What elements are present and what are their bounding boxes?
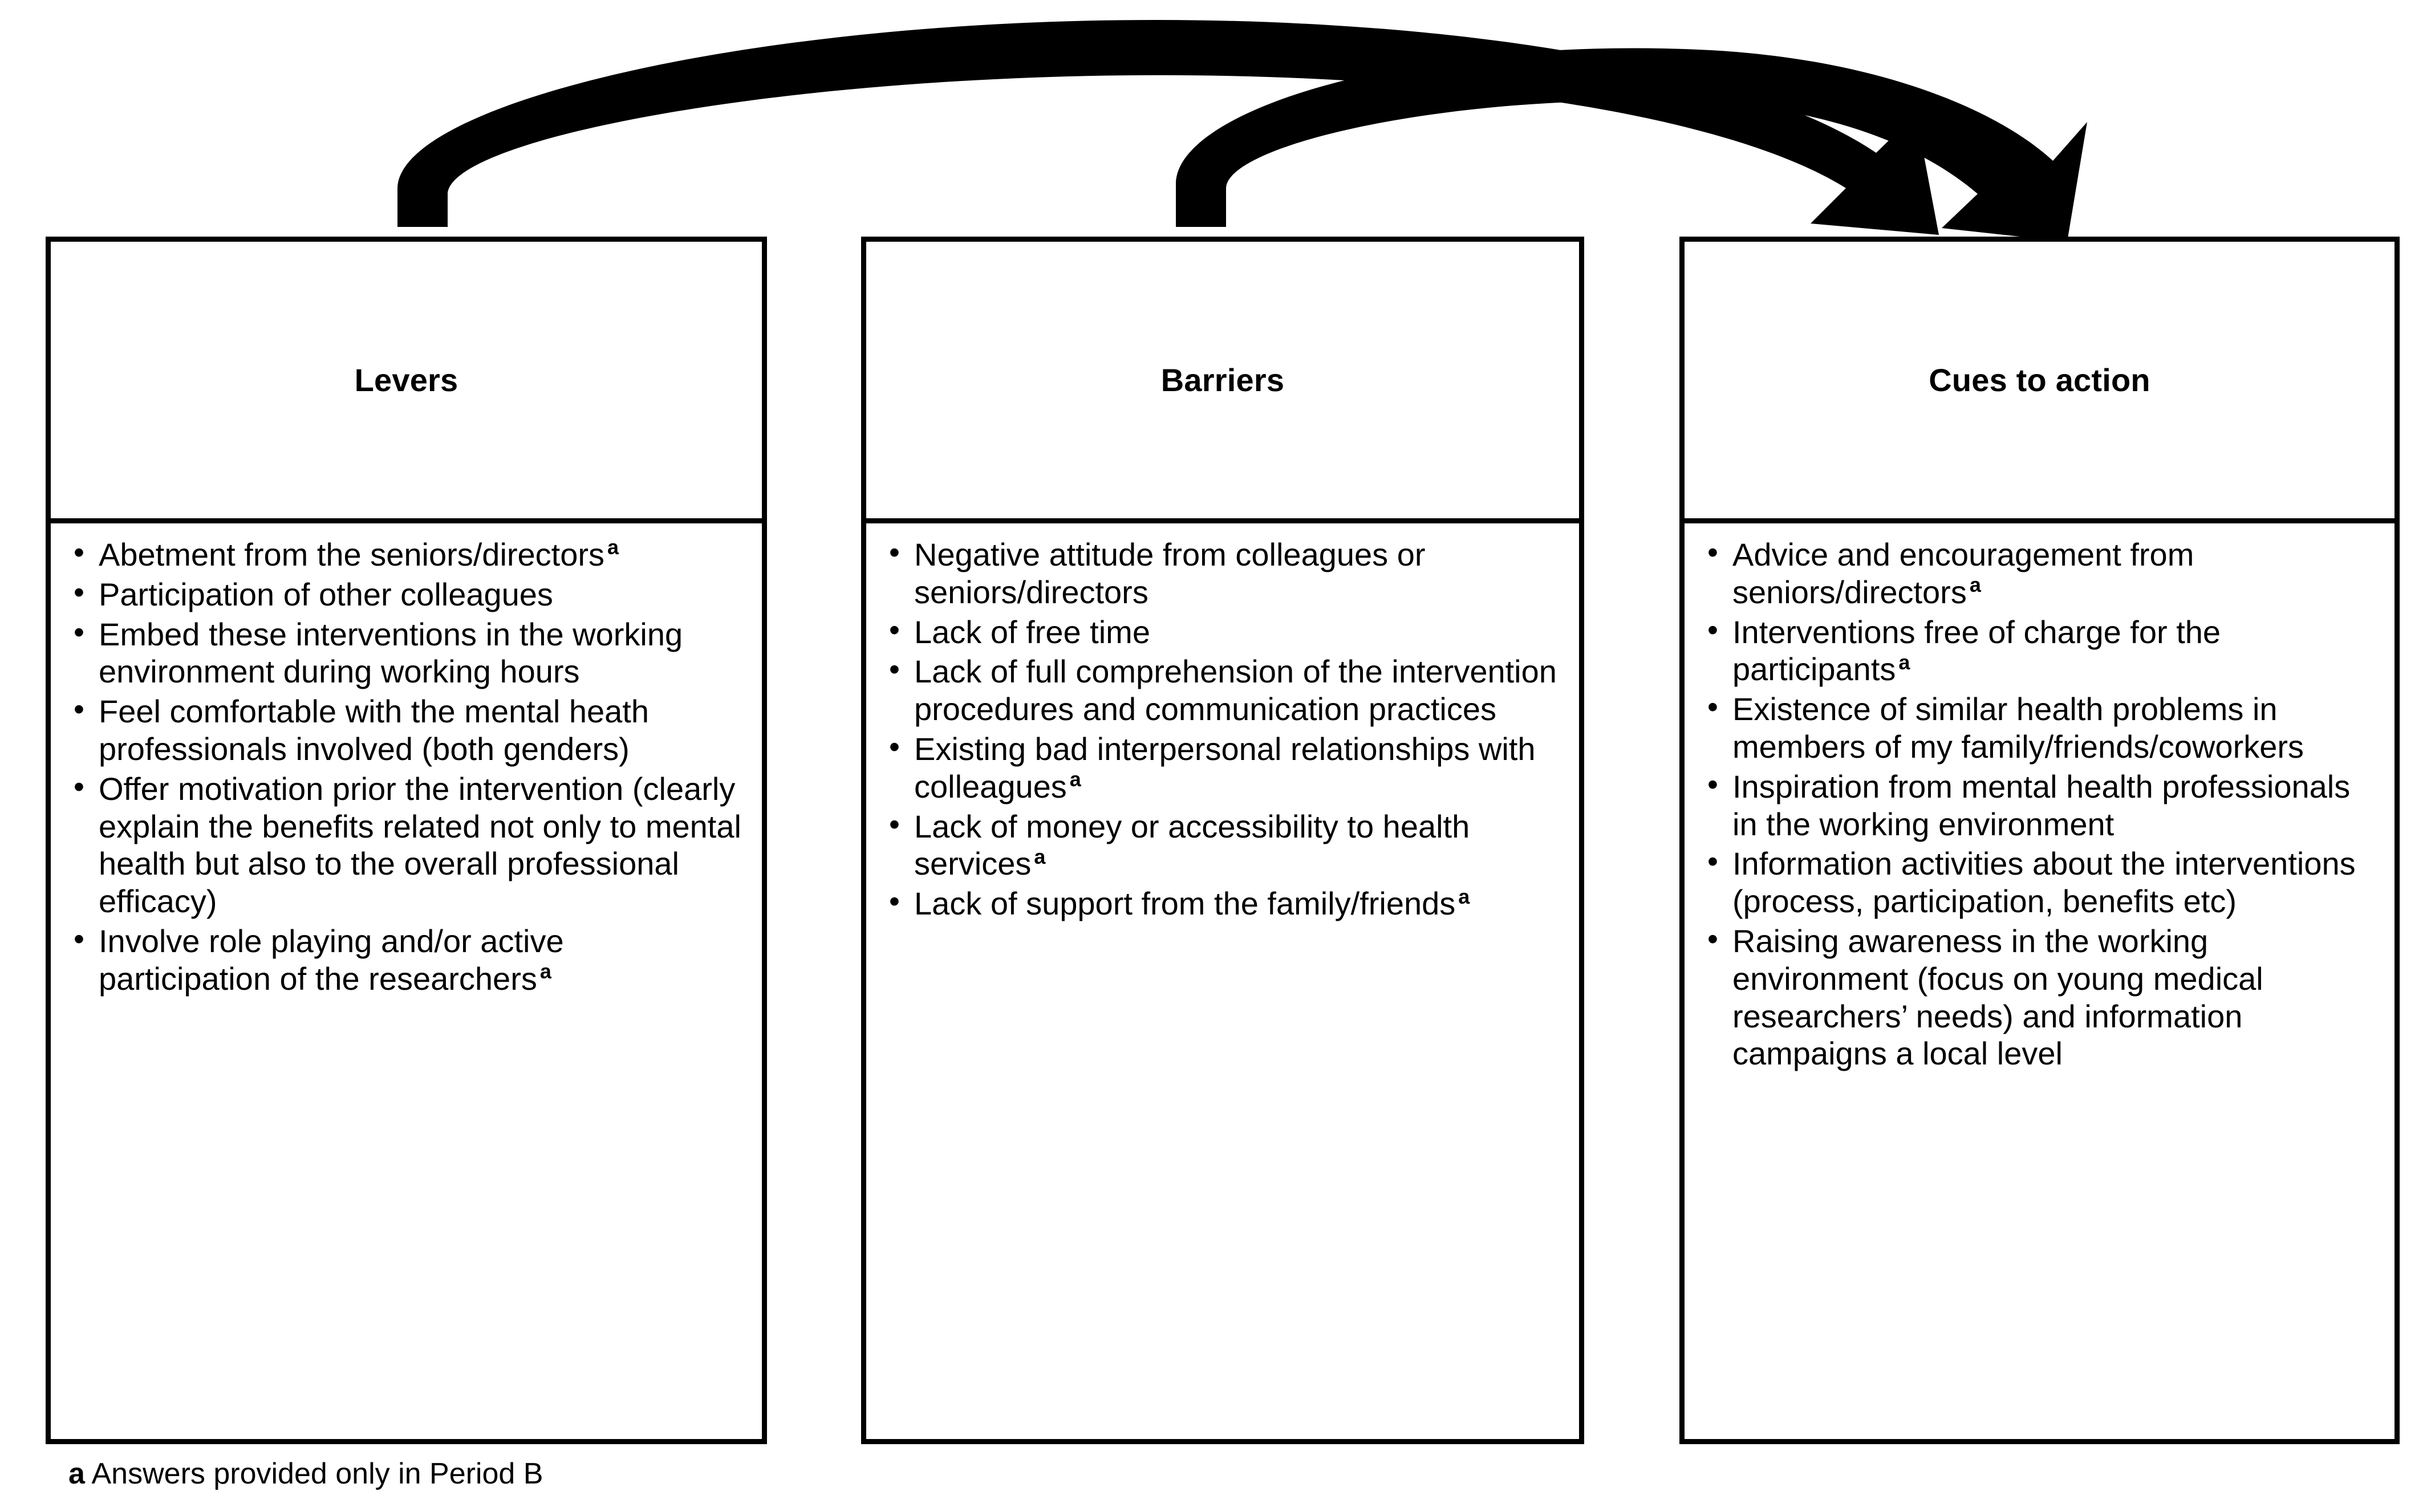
footnote-marker: a bbox=[1898, 650, 1910, 674]
footnote-marker: a bbox=[607, 535, 619, 559]
column-title-levers: Levers bbox=[354, 361, 458, 398]
list-item-text: Lack of full comprehension of the interv… bbox=[914, 653, 1557, 727]
list-item-text: Lack of money or accessibility to health… bbox=[914, 808, 1470, 882]
footnote-marker bbox=[2304, 727, 2307, 751]
footnote-marker bbox=[1496, 690, 1499, 714]
list-item: Information activities about the interve… bbox=[1704, 844, 2375, 920]
list-item: Feel comfortable with the mental heath p… bbox=[70, 692, 742, 768]
column-header-barriers: Barriers bbox=[866, 242, 1579, 523]
list-item-text: Information activities about the interve… bbox=[1732, 846, 2356, 920]
footnote-marker: a bbox=[1458, 884, 1470, 908]
list-item-text: Inspiration from mental health professio… bbox=[1732, 768, 2351, 842]
arrow-levers-to-cues bbox=[397, 19, 1939, 235]
footnote: a Answers provided only in Period B bbox=[68, 1457, 543, 1491]
column-header-cues-to-action: Cues to action bbox=[1685, 242, 2395, 523]
footnote-marker bbox=[1148, 573, 1151, 596]
list-item: Existence of similar health problems in … bbox=[1704, 689, 2375, 766]
list-item: Offer motivation prior the intervention … bbox=[70, 769, 742, 920]
footnote-marker bbox=[1150, 613, 1153, 636]
list-item: Negative attitude from colleagues or sen… bbox=[886, 535, 1560, 611]
list-item-text: Abetment from the seniors/directors bbox=[99, 536, 605, 572]
footnote-marker bbox=[217, 883, 220, 906]
list-item: Embed these interventions in the working… bbox=[70, 615, 742, 691]
list-item: Lack of free time bbox=[886, 612, 1560, 651]
list-item-text: Advice and encouragement from seniors/di… bbox=[1732, 536, 2194, 610]
footnote-marker: a bbox=[1069, 767, 1081, 791]
list-item: Lack of full comprehension of the interv… bbox=[886, 652, 1560, 728]
list-item-text: Interventions free of charge for the par… bbox=[1732, 613, 2221, 688]
footnote-marker bbox=[580, 653, 583, 676]
bullet-list-barriers: Negative attitude from colleagues or sen… bbox=[886, 535, 1560, 922]
column-body-cues-to-action: Advice and encouragement from seniors/di… bbox=[1685, 523, 2395, 1439]
column-barriers: Barriers Negative attitude from colleagu… bbox=[861, 237, 1584, 1444]
footnote-text: Answers provided only in Period B bbox=[91, 1457, 543, 1490]
bullet-list-cues-to-action: Advice and encouragement from seniors/di… bbox=[1704, 535, 2375, 1072]
list-item: Participation of other colleagues bbox=[70, 575, 742, 613]
footnote-marker bbox=[2114, 805, 2117, 828]
column-levers: Levers Abetment from the seniors/directo… bbox=[46, 237, 767, 1444]
list-item-text: Existence of similar health problems in … bbox=[1732, 691, 2304, 765]
list-item: Existing bad interpersonal relationships… bbox=[886, 729, 1560, 806]
column-title-cues-to-action: Cues to action bbox=[1929, 361, 2150, 398]
column-title-barriers: Barriers bbox=[1160, 361, 1285, 398]
footnote-marker: a bbox=[1034, 844, 1046, 868]
list-item-text: Embed these interventions in the working… bbox=[99, 616, 683, 690]
list-item-text: Lack of free time bbox=[914, 613, 1150, 650]
list-item-text: Existing bad interpersonal relationships… bbox=[914, 730, 1536, 804]
list-item: Involve role playing and/or active parti… bbox=[70, 921, 742, 998]
column-body-barriers: Negative attitude from colleagues or sen… bbox=[866, 523, 1579, 1439]
column-header-levers: Levers bbox=[51, 242, 762, 523]
footnote-marker bbox=[2237, 883, 2239, 906]
footnote-marker bbox=[630, 730, 632, 753]
list-item-text: Feel comfortable with the mental heath p… bbox=[99, 693, 649, 767]
list-item: Inspiration from mental health professio… bbox=[1704, 767, 2375, 843]
list-item-text: Offer motivation prior the intervention … bbox=[99, 770, 741, 920]
list-item-text: Lack of support from the family/friends bbox=[914, 885, 1456, 922]
footnote-marker-legend: a bbox=[68, 1457, 85, 1490]
list-item: Raising awareness in the working environ… bbox=[1704, 921, 2375, 1072]
arrow-barriers-to-cues bbox=[1176, 48, 2087, 242]
list-item: Advice and encouragement from seniors/di… bbox=[1704, 535, 2375, 611]
column-cues-to-action: Cues to action Advice and encouragement … bbox=[1679, 237, 2400, 1444]
footnote-marker: a bbox=[539, 960, 551, 983]
footnote-marker: a bbox=[1969, 573, 1981, 597]
list-item-text: Participation of other colleagues bbox=[99, 576, 553, 612]
footnote-marker bbox=[553, 575, 556, 599]
list-item-text: Involve role playing and/or active parti… bbox=[99, 922, 564, 997]
list-item: Lack of money or accessibility to health… bbox=[886, 807, 1560, 883]
list-item: Interventions free of charge for the par… bbox=[1704, 612, 2375, 689]
list-item-text: Negative attitude from colleagues or sen… bbox=[914, 536, 1426, 610]
list-item-text: Raising awareness in the working environ… bbox=[1732, 922, 2263, 1072]
footnote-marker bbox=[2063, 1035, 2065, 1058]
